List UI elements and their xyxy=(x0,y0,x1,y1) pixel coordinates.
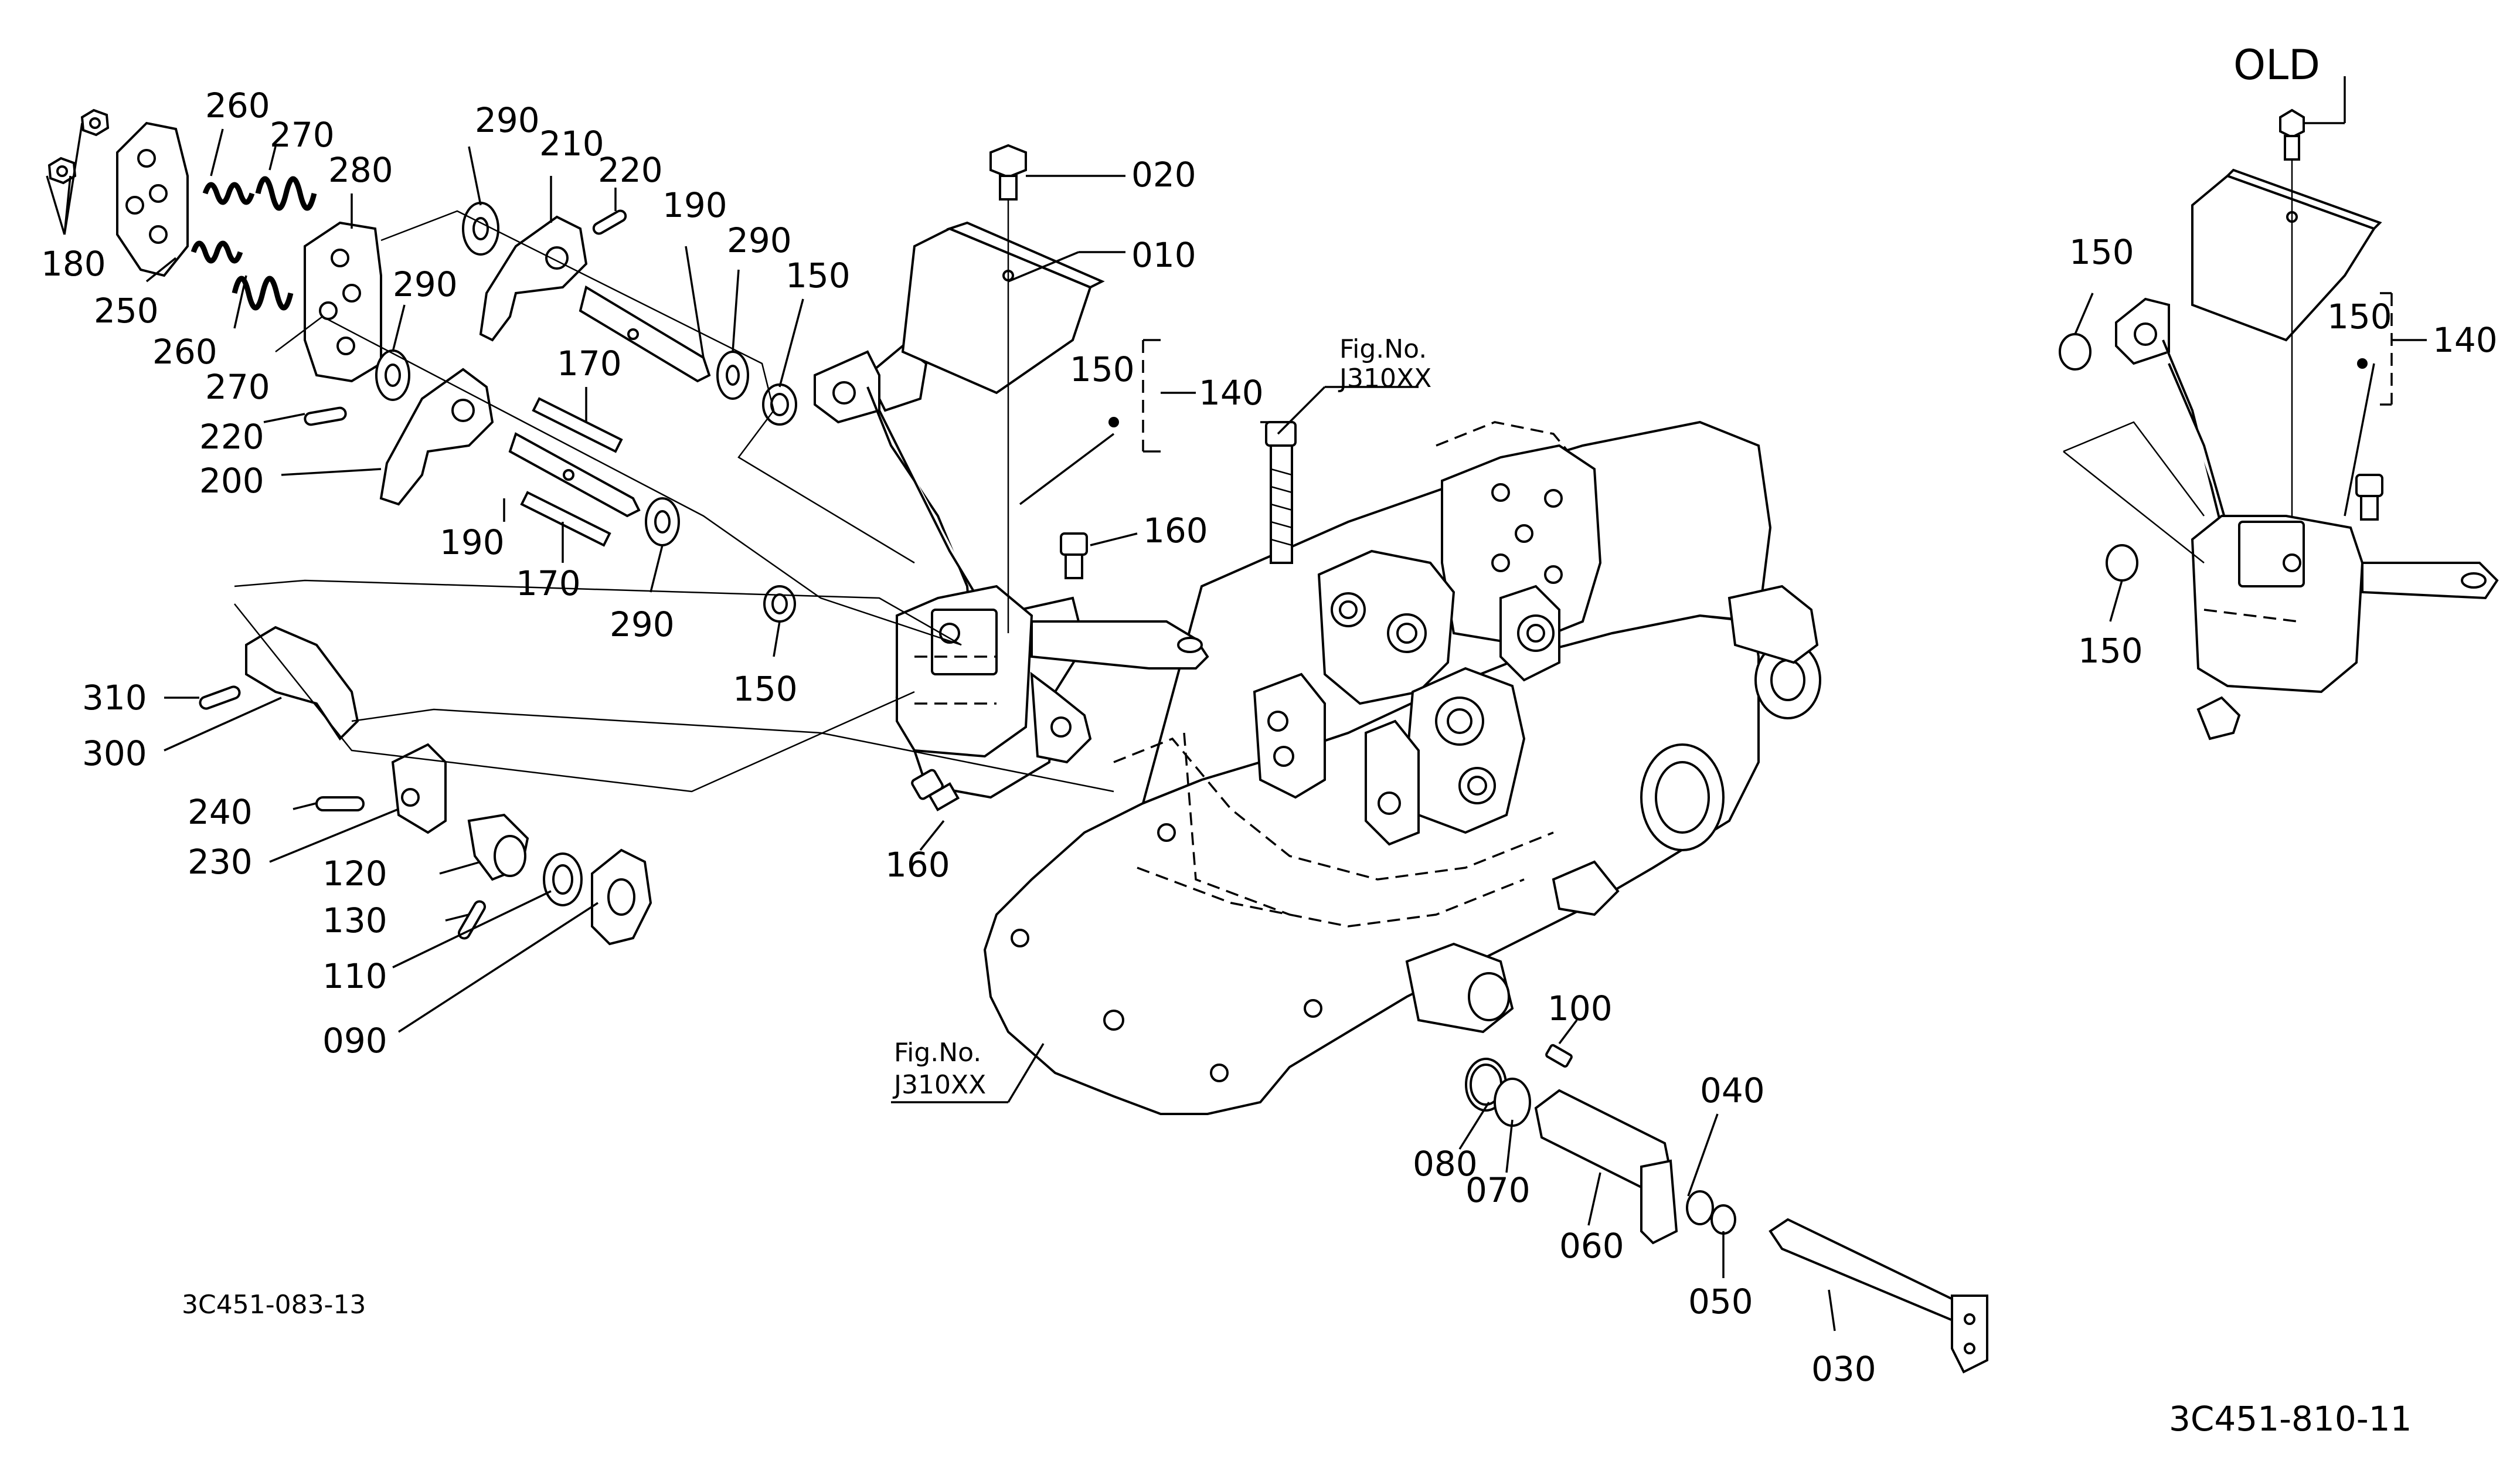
label-150: 150 xyxy=(785,256,851,295)
label-200: 200 xyxy=(199,461,264,501)
label-260: 260 xyxy=(205,86,270,125)
label-220: 220 xyxy=(199,417,264,457)
old-version-inset xyxy=(2059,108,2499,740)
fig-ref-line2: J310XX xyxy=(1338,363,1431,393)
label-100: 100 xyxy=(1548,988,1613,1028)
sub-drawing-number: 3C451-083-13 xyxy=(182,1290,366,1320)
lever-assembly xyxy=(47,108,797,946)
label-050: 050 xyxy=(1688,1282,1753,1321)
drawing-number: 3C451-810-11 xyxy=(2169,1399,2412,1439)
label-170: 170 xyxy=(557,344,622,383)
label-110: 110 xyxy=(322,956,387,996)
bolt-020 xyxy=(989,144,1027,201)
label-250: 250 xyxy=(94,291,159,331)
label-260: 260 xyxy=(152,332,217,372)
label-150: 150 xyxy=(733,669,798,709)
label-150: 150 xyxy=(2327,297,2392,337)
label-290: 290 xyxy=(393,264,458,304)
label-280: 280 xyxy=(328,150,393,190)
label-190: 190 xyxy=(662,185,727,225)
leader-lines xyxy=(46,76,2427,1331)
label-040: 040 xyxy=(1700,1071,1765,1110)
label-060: 060 xyxy=(1559,1226,1624,1266)
label-290: 290 xyxy=(727,220,792,260)
fig-ref-line2: J310XX xyxy=(892,1070,986,1100)
label-240: 240 xyxy=(188,792,253,832)
bolt-160-upper xyxy=(1060,532,1088,579)
label-020: 020 xyxy=(1131,155,1196,195)
cover-plate xyxy=(901,193,1105,633)
label-130: 130 xyxy=(322,901,387,940)
bracket-assembly xyxy=(814,344,1209,799)
label-270: 270 xyxy=(205,367,270,407)
label-190: 190 xyxy=(440,522,505,562)
label-220: 220 xyxy=(598,150,663,190)
label-120: 120 xyxy=(322,854,387,894)
label-210: 210 xyxy=(539,124,604,164)
label-010: 010 xyxy=(1131,235,1196,275)
label-300: 300 xyxy=(82,733,147,773)
label-290: 290 xyxy=(610,604,675,644)
old-title: OLD xyxy=(2233,41,2320,89)
label-140: 140 xyxy=(1199,373,1264,413)
valve-housing xyxy=(983,420,1821,1115)
part-labels: 020 010 150 140 160 160 260 270 280 180 … xyxy=(41,41,2498,1439)
label-140: 140 xyxy=(2433,320,2498,360)
label-170: 170 xyxy=(516,563,581,603)
label-180: 180 xyxy=(41,244,106,284)
label-030: 030 xyxy=(1811,1349,1876,1389)
label-150: 150 xyxy=(2069,232,2134,272)
label-070: 070 xyxy=(1465,1170,1531,1210)
fig-ref-line1: Fig.No. xyxy=(894,1038,981,1068)
label-310: 310 xyxy=(82,678,147,718)
label-090: 090 xyxy=(322,1021,387,1061)
fig-ref-line1: Fig.No. xyxy=(1339,334,1427,364)
label-290: 290 xyxy=(475,100,540,140)
label-150: 150 xyxy=(1070,349,1135,389)
mounting-bolt xyxy=(1265,421,1297,564)
label-150: 150 xyxy=(2078,631,2143,671)
label-160: 160 xyxy=(1143,511,1208,551)
label-270: 270 xyxy=(270,115,335,155)
label-080: 080 xyxy=(1413,1144,1478,1184)
label-230: 230 xyxy=(188,842,253,882)
label-160: 160 xyxy=(885,845,950,885)
bolt-160-lower xyxy=(911,769,960,811)
